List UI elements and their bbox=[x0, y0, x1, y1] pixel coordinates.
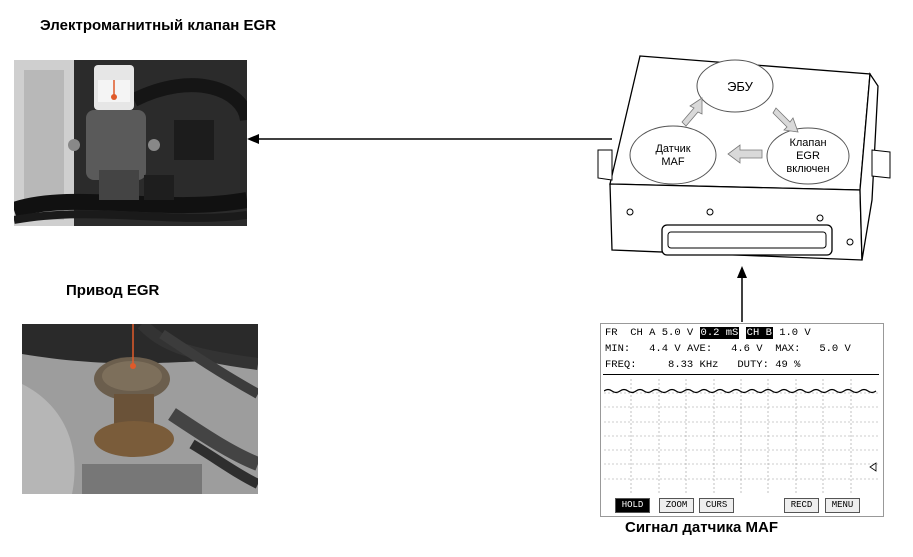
hold-button[interactable]: HOLD bbox=[615, 498, 650, 513]
egr-bubble-line2: EGR bbox=[796, 150, 820, 162]
arrow-egr-to-maf bbox=[727, 144, 763, 164]
scope-row-3: FREQ: 8.33 KHz DUTY: 49 % bbox=[605, 359, 801, 371]
egr-bubble-text: Клапан EGR включен bbox=[778, 137, 838, 176]
maf-signal-label: Сигнал датчика MAF bbox=[625, 519, 779, 536]
solenoid-label: Электромагнитный клапан EGR bbox=[40, 17, 277, 34]
actuator-label: Привод EGR bbox=[66, 282, 160, 299]
egr-bubble bbox=[766, 127, 850, 185]
oscilloscope-screen: FR CH A 5.0 V 0.2 mS CH B 1.0 V MIN: 4.4… bbox=[600, 323, 884, 517]
maf-bubble-line2: MAF bbox=[661, 156, 685, 168]
maf-bubble-line1: Датчик bbox=[655, 143, 691, 155]
recd-button[interactable]: RECD bbox=[784, 498, 819, 513]
ecu-bubble bbox=[696, 59, 774, 113]
actuator-photo bbox=[22, 324, 258, 494]
ecu-to-solenoid-arrowhead bbox=[247, 134, 259, 144]
timebase-value: 0.2 mS bbox=[699, 327, 740, 339]
arrow-maf-to-ecu bbox=[681, 97, 703, 127]
ecu-center-label: ЭБУ bbox=[727, 79, 753, 94]
scope-grid bbox=[603, 379, 878, 493]
scope-row-2: MIN: 4.4 V AVE: 4.6 V MAX: 5.0 V bbox=[605, 343, 851, 355]
solenoid-photo-graphic bbox=[14, 60, 247, 226]
scope-to-ecu-arrowhead bbox=[737, 266, 747, 278]
maf-bubble-text: Датчик MAF bbox=[643, 143, 703, 169]
maf-bubble bbox=[629, 125, 717, 185]
solenoid-photo bbox=[14, 60, 247, 226]
scope-row-1: FR CH A 5.0 V 0.2 mS CH B 1.0 V bbox=[605, 327, 811, 339]
arrow-ecu-to-egr bbox=[772, 107, 799, 133]
scope-waveform bbox=[603, 379, 878, 493]
curs-button[interactable]: CURS bbox=[699, 498, 734, 513]
actuator-photo-graphic bbox=[22, 324, 258, 494]
ecu-diagram bbox=[597, 55, 891, 261]
menu-button[interactable]: MENU bbox=[825, 498, 860, 513]
egr-bubble-line1: Клапан bbox=[789, 137, 827, 149]
egr-bubble-line3: включен bbox=[786, 163, 830, 175]
zoom-button[interactable]: ZOOM bbox=[659, 498, 694, 513]
